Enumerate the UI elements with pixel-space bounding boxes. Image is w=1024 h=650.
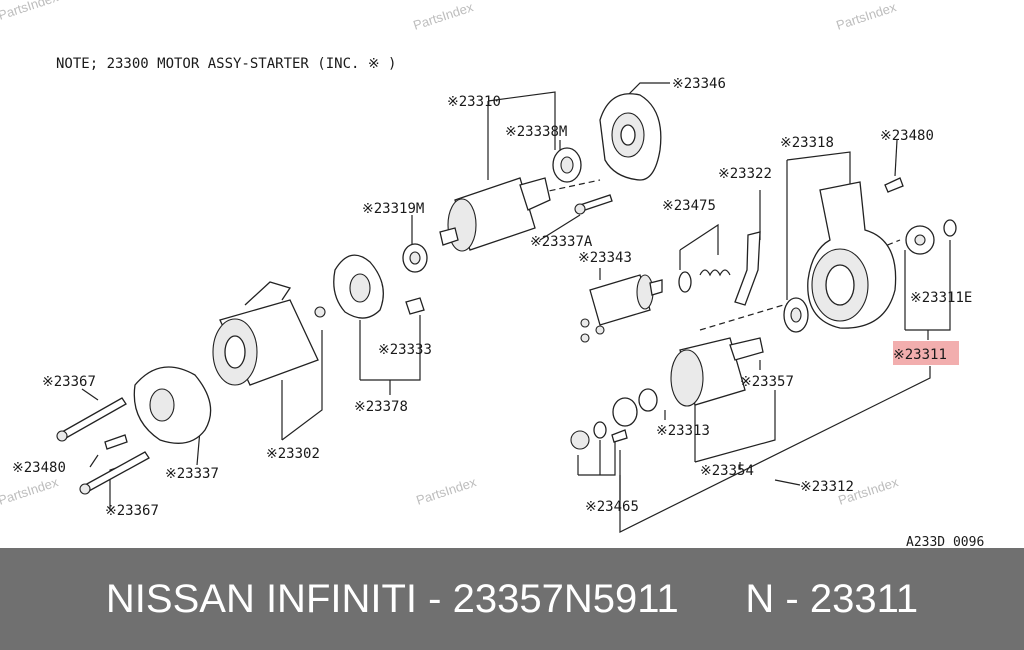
part-23367-bolt-lower: [79, 451, 150, 495]
part-bearing-right: [783, 297, 809, 333]
part-23322-lever: [734, 231, 761, 306]
highlight-23311: [893, 341, 959, 365]
part-23313-washers: [612, 388, 658, 427]
label-23475: ※23475: [662, 198, 716, 214]
label-23310: ※23310: [447, 94, 501, 110]
label-23311e: ※23311E: [910, 290, 972, 306]
label-23337: ※23337: [165, 466, 219, 482]
label-23367-top: ※23367: [42, 374, 96, 390]
part-23475-spring: [678, 269, 731, 293]
part-23302-yoke: [212, 281, 326, 386]
label-23357: ※23357: [740, 374, 794, 390]
label-23318: ※23318: [780, 135, 834, 151]
part-23357-pinion: [670, 337, 764, 407]
label-23313: ※23313: [656, 423, 710, 439]
label-23338m: ※23338M: [505, 124, 567, 140]
label-23378: ※23378: [354, 399, 408, 415]
part-23338m-bearing: [552, 147, 582, 183]
watermark-3: PartsIndex: [834, 0, 898, 33]
watermark-4: PartsIndex: [0, 474, 61, 508]
watermark-2: PartsIndex: [411, 0, 475, 33]
label-23319m: ※23319M: [362, 201, 424, 217]
label-23302: ※23302: [266, 446, 320, 462]
part-23318-gear-case: [807, 181, 897, 329]
part-23480-screw-left: [104, 434, 128, 450]
footer-part-numbers: NISSAN INFINITI - 23357N5911 N - 23311: [105, 576, 919, 621]
part-23378-plate: [333, 254, 384, 319]
part-23333-brush: [405, 297, 425, 315]
watermark-1: PartsIndex: [0, 0, 61, 23]
parts-diagram: PartsIndex PartsIndex PartsIndex PartsIn…: [0, 0, 985, 548]
diagram-svg: PartsIndex PartsIndex PartsIndex PartsIn…: [0, 0, 984, 548]
part-23367-bolt-upper: [56, 397, 127, 442]
label-23312: ※23312: [800, 479, 854, 495]
label-23333: ※23333: [378, 342, 432, 358]
label-23343: ※23343: [578, 250, 632, 266]
note-text: NOTE; 23300 MOTOR ASSY-STARTER (INC. ※ ): [56, 56, 396, 72]
part-23337a-bolt: [574, 194, 613, 215]
part-23311e-gear: [905, 219, 957, 255]
part-23310-armature: [439, 177, 551, 252]
label-23480-left: ※23480: [12, 460, 66, 476]
part-23480-bolt-top: [884, 177, 904, 193]
label-23367-bottom: ※23367: [105, 503, 159, 519]
watermark-5: PartsIndex: [414, 474, 478, 508]
label-23311: ※23311: [893, 347, 947, 363]
part-23465-parts: [570, 421, 628, 450]
label-23337a: ※23337A: [530, 234, 593, 250]
label-23354: ※23354: [700, 463, 754, 479]
footer-bar: NISSAN INFINITI - 23357N5911 N - 23311: [0, 548, 1024, 650]
label-23322: ※23322: [718, 166, 772, 182]
part-23343-solenoid: [580, 274, 663, 343]
label-23465: ※23465: [585, 499, 639, 515]
part-23346-end-frame: [599, 93, 662, 181]
label-23346: ※23346: [672, 76, 726, 92]
figure-code: A233D 0096: [906, 535, 984, 548]
part-23319m-bearing: [402, 243, 428, 273]
part-23337-rear-cover: [133, 366, 212, 444]
label-23480-top: ※23480: [880, 128, 934, 144]
